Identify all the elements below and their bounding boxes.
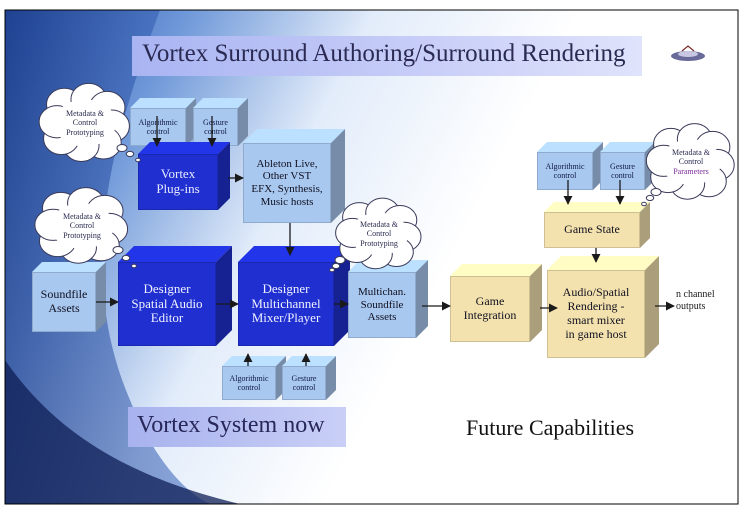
node-top-face bbox=[450, 264, 542, 276]
node-label: Algorithmic control bbox=[537, 152, 593, 190]
node-top-face bbox=[130, 98, 196, 108]
node-side-face bbox=[640, 202, 650, 248]
node-side-face bbox=[218, 142, 230, 210]
node-side-face bbox=[334, 246, 350, 346]
vortex-system-now-label bbox=[128, 407, 346, 447]
node-ableton: Ableton Live, Other VST EFX, Synthesis, … bbox=[243, 129, 345, 223]
node-label: Game State bbox=[544, 212, 640, 248]
cloud-right-line-2: Control bbox=[678, 157, 704, 167]
node-side-face bbox=[326, 356, 336, 400]
cloud-center-text: Metadata & Control Prototyping bbox=[360, 220, 398, 248]
node-soundfile: Soundfile Assets bbox=[32, 262, 106, 332]
node-label: Gesture control bbox=[600, 152, 645, 190]
node-game-integration: Game Integration bbox=[450, 264, 542, 342]
node-top-face bbox=[118, 246, 232, 262]
node-label: Vortex Plug-ins bbox=[138, 154, 218, 210]
node-top-face bbox=[32, 262, 106, 272]
title-band bbox=[132, 36, 642, 76]
node-top-face bbox=[243, 129, 345, 143]
node-top-face bbox=[537, 142, 603, 152]
cloud-right-line-3: Parameters bbox=[673, 166, 709, 176]
node-side-face bbox=[216, 246, 232, 346]
node-side-face bbox=[276, 356, 286, 400]
node-side-face bbox=[238, 98, 248, 146]
slide-title: Vortex Surround Authoring/Surround Rende… bbox=[142, 40, 626, 67]
node-top-face bbox=[544, 202, 650, 212]
node-label: Soundfile Assets bbox=[32, 272, 96, 332]
node-label: Audio/Spatial Rendering - smart mixer in… bbox=[547, 270, 645, 358]
node-top-face bbox=[193, 98, 248, 108]
vortex-system-now-text: Vortex System now bbox=[137, 412, 325, 438]
node-top-face bbox=[547, 256, 659, 270]
node-side-face bbox=[416, 260, 428, 338]
cloud-mid-left-text: Metadata & Control Prototyping bbox=[63, 212, 101, 240]
node-side-face bbox=[186, 98, 196, 146]
node-top-face bbox=[600, 142, 655, 152]
node-label: Gesture control bbox=[282, 366, 326, 400]
node-label: Gesture control bbox=[193, 108, 238, 146]
node-side-face bbox=[530, 264, 542, 342]
node-side-face bbox=[96, 262, 106, 332]
cloud-right-line-1: Metadata & bbox=[672, 148, 710, 158]
node-label: Algorithmic control bbox=[222, 366, 276, 400]
node-top-face bbox=[222, 356, 286, 366]
node-side-face bbox=[593, 142, 603, 190]
node-gesture-top: Gesture control bbox=[193, 98, 248, 146]
node-algo-right: Algorithmic control bbox=[537, 142, 603, 190]
future-capabilities-label: Future Capabilities bbox=[466, 415, 635, 440]
cloud-top-left-text: Metadata & Control Prototyping bbox=[66, 109, 104, 137]
n-channel-outputs-label: n channel outputs bbox=[676, 289, 715, 312]
node-mixer: Designer Multichannel Mixer/Player bbox=[238, 246, 350, 346]
node-side-face bbox=[331, 129, 345, 223]
node-spatial-editor: Designer Spatial Audio Editor bbox=[118, 246, 232, 346]
node-rendering: Audio/Spatial Rendering - smart mixer in… bbox=[547, 256, 659, 358]
node-algo-bottom: Algorithmic control bbox=[222, 356, 286, 400]
node-side-face bbox=[645, 256, 659, 358]
node-label: Ableton Live, Other VST EFX, Synthesis, … bbox=[243, 143, 331, 223]
node-label: Game Integration bbox=[450, 276, 530, 342]
node-game-state: Game State bbox=[544, 202, 650, 248]
node-label: Multichan. Soundfile Assets bbox=[348, 272, 416, 338]
node-label: Designer Multichannel Mixer/Player bbox=[238, 262, 334, 346]
node-label: Designer Spatial Audio Editor bbox=[118, 262, 216, 346]
node-multichan: Multichan. Soundfile Assets bbox=[348, 260, 428, 338]
logo-icon bbox=[671, 45, 705, 61]
